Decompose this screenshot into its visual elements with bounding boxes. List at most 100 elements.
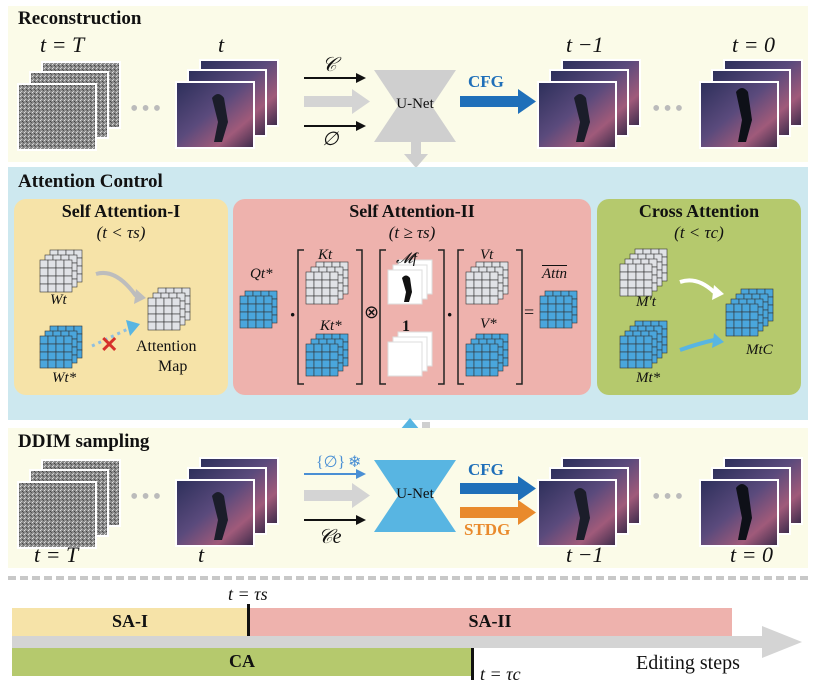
- image-stack-t-minus-1: [537, 59, 641, 149]
- w-to-map-arrow: [95, 271, 138, 298]
- ddim-image-stack-t-minus-1: [537, 457, 641, 547]
- w-grid: [39, 249, 83, 293]
- w-star-grid: [39, 325, 83, 369]
- sa1-bar: [12, 608, 248, 636]
- sa2-bar-label: SA-II: [468, 611, 512, 631]
- tau-s-label: t = τs: [228, 584, 268, 604]
- q-star-grid: [239, 290, 278, 329]
- recon-cfg-arrow: [460, 89, 536, 114]
- ddim-noise-stack: [17, 459, 121, 549]
- ddim-image-stack-t: [175, 457, 279, 547]
- m-star-grid: [619, 320, 668, 369]
- ddim-label-t: t: [198, 542, 205, 567]
- ones-layer: [387, 341, 423, 377]
- m-bracket: [379, 249, 445, 385]
- dot-operator-1: ·: [289, 302, 297, 327]
- attention-map-grid: [147, 287, 191, 331]
- cross-attention-condition: (t < τc): [674, 223, 724, 242]
- m-prime-arrow: [679, 278, 716, 294]
- ddim-label-t-zero: t = 0: [730, 542, 773, 567]
- v-star-label: V*: [480, 316, 497, 332]
- recon-label-t-minus-1: t −1: [566, 32, 604, 57]
- ddim-unet-label: U-Net: [396, 486, 434, 502]
- ddim-cond-null-frozen: {∅}: [316, 454, 346, 471]
- ddim-cfg-label: CFG: [468, 460, 504, 479]
- attn-label: Attn: [542, 266, 567, 282]
- self-attention-1-graphic: ✕: [39, 249, 191, 369]
- q-star-label: Qt*: [250, 266, 273, 282]
- sa1-bar-label: SA-I: [111, 611, 148, 631]
- down-arrow-gray: [404, 142, 428, 168]
- k-star-label: Kt*: [320, 318, 342, 334]
- recon-label-tT: t = T: [40, 32, 85, 57]
- ellipsis: •••: [130, 96, 165, 122]
- tau-s-marker: [247, 604, 250, 636]
- mask-silhouette: [402, 275, 412, 302]
- recon-cond-null: ∅: [322, 129, 339, 150]
- k-label: Kt: [318, 247, 333, 263]
- m-prime-arrow-head: [712, 285, 724, 300]
- attention-map-label-1: Attention: [136, 338, 197, 355]
- m-star-arrow: [679, 338, 715, 352]
- cross-attention-graphic: [619, 248, 774, 369]
- v-bracket: [457, 249, 523, 385]
- m-c-grid: [725, 288, 774, 337]
- w-star-blocked-arrow-head: [126, 320, 140, 336]
- m-prime-label: M′t: [636, 294, 656, 310]
- m-star-label: Mt*: [636, 370, 661, 386]
- m-c-label: MtC: [746, 342, 773, 358]
- recon-cond-c: 𝒞: [322, 54, 337, 76]
- recon-label-t: t: [218, 32, 225, 57]
- one-label: 1: [402, 318, 410, 335]
- otimes-operator: ⊗: [364, 302, 380, 322]
- ellipsis: •••: [652, 96, 687, 122]
- dashed-separator: [8, 576, 808, 580]
- ddim-cfg-arrow: [460, 476, 536, 501]
- reconstruction-title: Reconstruction: [18, 8, 142, 29]
- recon-unet-label: U-Net: [396, 96, 434, 112]
- attn-grid: [539, 290, 578, 329]
- ellipsis: •••: [130, 484, 165, 510]
- ddim-stdg-arrow: [460, 500, 536, 525]
- v-grid: [465, 261, 509, 305]
- block-cross-icon: ✕: [100, 332, 118, 357]
- w-label: Wt: [50, 292, 67, 308]
- tau-c-marker: [471, 648, 474, 680]
- self-attention-2-graphic: [239, 249, 578, 385]
- m-f-label: 𝓜f: [396, 251, 417, 267]
- attention-control-title: Attention Control: [18, 171, 163, 192]
- noise-image-stack: [17, 61, 121, 151]
- ca-bar: [12, 648, 472, 676]
- self-attention-2-condition: (t ≥ τs): [388, 223, 436, 242]
- recon-unet-shape: [374, 70, 456, 142]
- ca-bar-label: CA: [229, 651, 255, 671]
- ddim-input-arrows: [304, 469, 370, 525]
- k-star-grid: [305, 333, 349, 377]
- m-prime-grid: [619, 248, 668, 297]
- ddim-unet-shape: [374, 460, 456, 532]
- ddim-title: DDIM sampling: [18, 431, 150, 452]
- dot-operator-2: ·: [446, 302, 454, 327]
- snowflake-icon: ❄: [348, 454, 362, 471]
- self-attention-1-title: Self Attention-I: [61, 201, 181, 221]
- ddim-label-tT: t = T: [34, 542, 79, 567]
- recon-input-arrows: [304, 73, 370, 131]
- k-bracket: [297, 249, 363, 385]
- editing-steps-label: Editing steps: [636, 652, 740, 674]
- ddim-image-stack-t-zero: [699, 457, 803, 547]
- tau-c-label: t = τc: [480, 664, 521, 684]
- sa2-bar: [248, 608, 732, 636]
- recon-label-t-zero: t = 0: [732, 32, 775, 57]
- k-grid: [305, 261, 349, 305]
- v-star-grid: [465, 333, 509, 377]
- editing-steps-arrow: [12, 626, 802, 658]
- w-star-blocked-arrow: [91, 326, 131, 348]
- m-star-arrow-head: [712, 333, 724, 348]
- ddim-label-t-minus-1: t −1: [566, 542, 604, 567]
- ddim-cond-ce: 𝒞e: [318, 526, 342, 548]
- self-attention-2-title: Self Attention-II: [349, 201, 475, 221]
- image-stack-t: [175, 59, 279, 149]
- w-to-map-arrow-head: [134, 289, 146, 304]
- recon-cfg-label: CFG: [468, 72, 504, 91]
- ellipsis: •••: [652, 484, 687, 510]
